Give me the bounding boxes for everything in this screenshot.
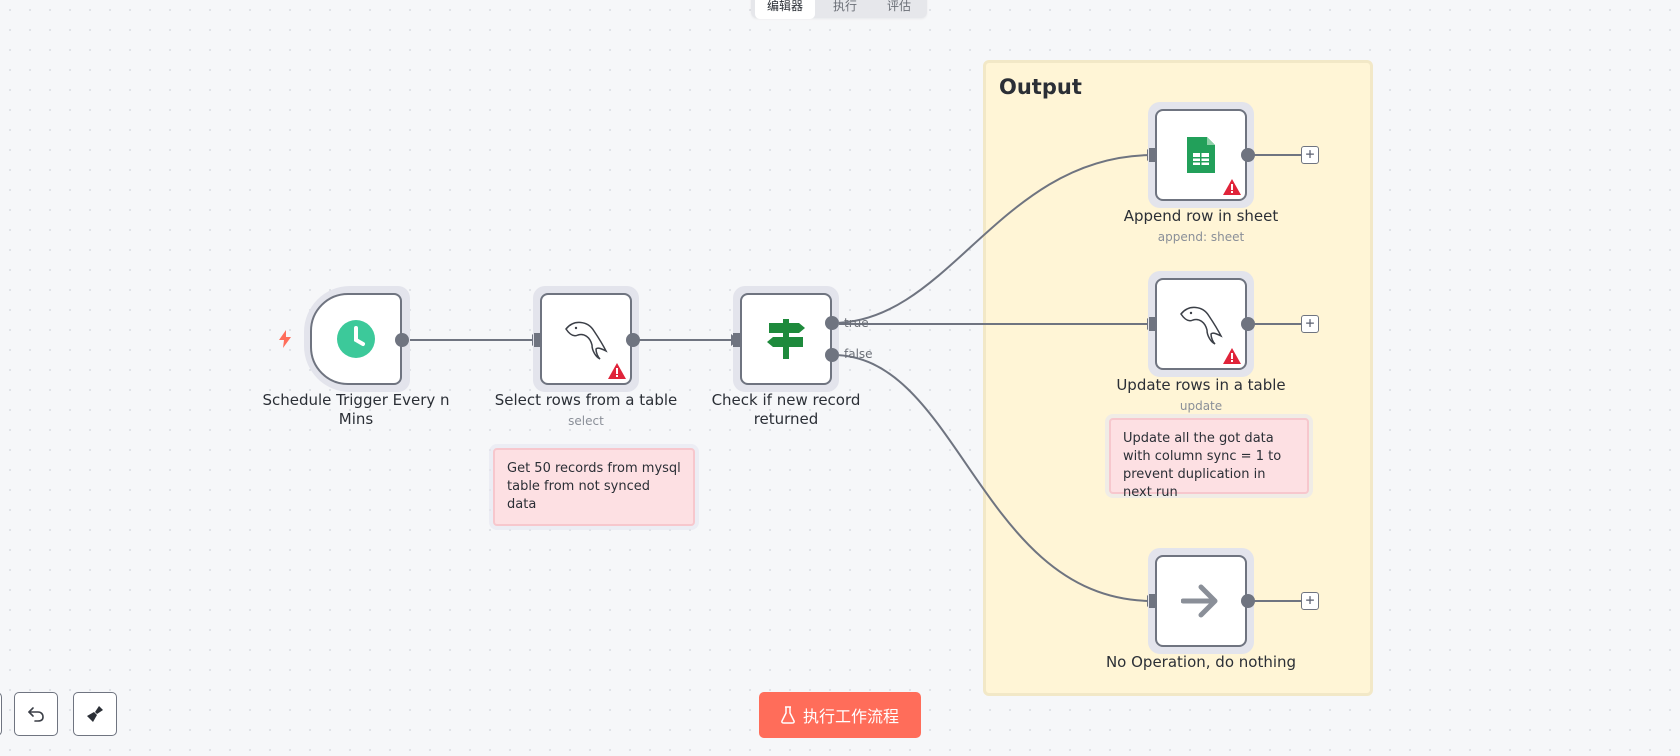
tab-executions[interactable]: 执行 bbox=[833, 0, 858, 13]
sticky-note-select[interactable]: Get 50 records from mysql table from not… bbox=[493, 448, 695, 526]
tab-editor[interactable]: 编辑器 bbox=[755, 0, 816, 19]
output-handle[interactable] bbox=[1240, 593, 1256, 609]
undo-button[interactable] bbox=[14, 692, 58, 736]
handle-label-false: false bbox=[844, 347, 873, 361]
sticky-title: Output bbox=[999, 75, 1082, 99]
node-no-op[interactable] bbox=[1155, 555, 1247, 647]
signpost-icon bbox=[767, 319, 805, 359]
undo-icon bbox=[28, 707, 44, 722]
label-check-if: Check if new record returned bbox=[711, 391, 861, 428]
warning-icon[interactable] bbox=[1223, 348, 1241, 364]
label-update-rows: Update rows in a table bbox=[1116, 376, 1286, 394]
node-select-rows[interactable] bbox=[540, 293, 632, 385]
tidy-up-button[interactable] bbox=[73, 692, 117, 736]
node-update-rows[interactable] bbox=[1155, 278, 1247, 370]
handle-label-true: true bbox=[844, 316, 869, 330]
execute-workflow-button[interactable]: 执行工作流程 bbox=[759, 692, 921, 738]
node-check-if[interactable] bbox=[740, 293, 832, 385]
warning-icon[interactable] bbox=[608, 363, 626, 379]
output-handle-false[interactable] bbox=[824, 347, 840, 363]
broom-icon bbox=[87, 706, 103, 722]
label-schedule-trigger: Schedule Trigger Every n Mins bbox=[262, 391, 450, 428]
output-handle[interactable] bbox=[394, 332, 410, 348]
clock-icon bbox=[337, 320, 375, 358]
connection-true-append bbox=[832, 154, 1154, 324]
label-no-op: No Operation, do nothing bbox=[1105, 653, 1297, 671]
input-handle[interactable] bbox=[732, 332, 742, 348]
add-node-button[interactable]: + bbox=[1301, 592, 1319, 610]
add-node-button[interactable]: + bbox=[1301, 315, 1319, 333]
flask-icon bbox=[781, 706, 795, 724]
label-append-row: Append row in sheet bbox=[1123, 207, 1279, 225]
connection-false-noop bbox=[832, 354, 1154, 602]
mysql-dolphin-icon bbox=[1180, 306, 1223, 345]
note-text: Get 50 records from mysql table from not… bbox=[507, 461, 681, 512]
output-handle[interactable] bbox=[1240, 147, 1256, 163]
google-sheets-icon bbox=[1187, 137, 1215, 173]
input-handle[interactable] bbox=[533, 332, 543, 348]
sticky-note-update[interactable]: Update all the got data with column sync… bbox=[1109, 418, 1309, 500]
tab-evaluations[interactable]: 评估 bbox=[887, 0, 912, 13]
view-tabs: 编辑器 执行 评估 bbox=[751, 0, 928, 19]
node-schedule-trigger[interactable] bbox=[310, 293, 402, 385]
arrow-right-icon bbox=[1181, 584, 1218, 618]
warning-icon[interactable] bbox=[1223, 179, 1241, 195]
input-handle[interactable] bbox=[1148, 593, 1158, 609]
trigger-bolt-icon bbox=[279, 330, 291, 348]
note-text: Update all the got data with column sync… bbox=[1123, 431, 1282, 500]
execute-workflow-label: 执行工作流程 bbox=[802, 707, 899, 726]
left-edge-control[interactable] bbox=[0, 692, 2, 736]
node-append-row[interactable] bbox=[1155, 109, 1247, 201]
output-handle[interactable] bbox=[625, 332, 641, 348]
input-handle[interactable] bbox=[1148, 316, 1158, 332]
subtitle-update-rows: update bbox=[1179, 399, 1223, 413]
subtitle-append-row: append: sheet bbox=[1157, 230, 1245, 244]
label-select-rows: Select rows from a table bbox=[494, 391, 678, 409]
output-handle-true[interactable] bbox=[824, 315, 840, 331]
input-handle[interactable] bbox=[1148, 147, 1158, 163]
output-handle[interactable] bbox=[1240, 316, 1256, 332]
subtitle-select-rows: select bbox=[568, 414, 604, 428]
mysql-dolphin-icon bbox=[565, 321, 608, 360]
add-node-button[interactable]: + bbox=[1301, 146, 1319, 164]
